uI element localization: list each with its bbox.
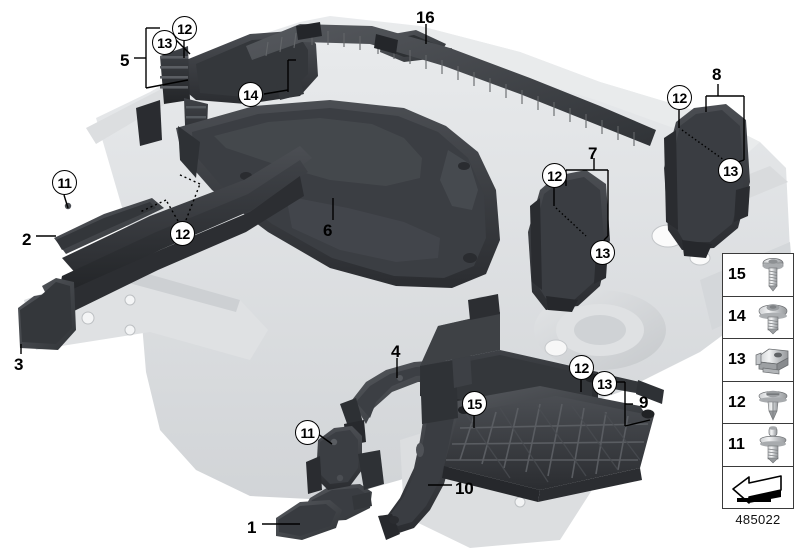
callout-2: 2 bbox=[22, 230, 32, 249]
diagram-id-label: 485022 bbox=[735, 512, 781, 527]
cowl-beam-shape bbox=[246, 22, 656, 146]
legend-row-14: 14 bbox=[723, 297, 793, 340]
forward-arrow-icon bbox=[723, 467, 793, 510]
round-head-screw-icon bbox=[752, 297, 793, 339]
legend-row-11: 11 bbox=[723, 424, 793, 467]
callout-circle-13-part8: 13 bbox=[718, 158, 743, 183]
callout-10: 10 bbox=[455, 479, 474, 498]
hex-head-screw-icon bbox=[752, 254, 793, 296]
callout-circle-11-bottom: 11 bbox=[295, 420, 320, 445]
callout-6: 6 bbox=[323, 221, 333, 240]
part-11-bracket-shape bbox=[306, 426, 384, 510]
callout-1: 1 bbox=[247, 518, 257, 537]
legend-number-15: 15 bbox=[728, 265, 746, 283]
legend-number-12: 12 bbox=[728, 393, 746, 411]
callout-5: 5 bbox=[120, 51, 130, 70]
callout-16: 16 bbox=[416, 8, 435, 27]
part-2-shape bbox=[54, 198, 164, 254]
callout-3: 3 bbox=[14, 355, 24, 374]
hardware-legend: 15 14 bbox=[722, 253, 794, 509]
callout-circle-12-left-mid: 12 bbox=[170, 221, 195, 246]
callout-circle-12-part7: 12 bbox=[542, 163, 567, 188]
part-8-shape bbox=[664, 104, 750, 258]
legend-row-direction bbox=[723, 467, 793, 510]
legend-row-15: 15 bbox=[723, 254, 793, 297]
legend-number-13: 13 bbox=[728, 350, 746, 368]
legend-row-13: 13 bbox=[723, 339, 793, 382]
push-pin-rivet-icon bbox=[752, 424, 793, 466]
part-7-shape bbox=[528, 170, 610, 312]
legend-row-12: 12 bbox=[723, 382, 793, 425]
callout-circle-11-left: 11 bbox=[52, 170, 77, 195]
part-1-shape bbox=[276, 484, 372, 540]
callout-7: 7 bbox=[588, 144, 598, 163]
callout-circle-12-upper-left: 12 bbox=[172, 16, 197, 41]
part-6-shape bbox=[176, 78, 500, 288]
callout-circle-15: 15 bbox=[462, 391, 487, 416]
callout-circle-13-part7: 13 bbox=[590, 240, 615, 265]
spring-nut-clip-icon bbox=[752, 339, 793, 381]
part-9-shape bbox=[420, 294, 664, 502]
callout-circle-13-part9: 13 bbox=[592, 371, 617, 396]
callout-circle-13-upper-left: 13 bbox=[152, 30, 177, 55]
leader-lines bbox=[20, 24, 745, 525]
legend-number-11: 11 bbox=[728, 436, 745, 454]
part-3-shape bbox=[18, 278, 76, 350]
callout-circle-12-part9: 12 bbox=[569, 355, 594, 380]
callout-9: 9 bbox=[639, 393, 649, 412]
callout-circle-12-part8: 12 bbox=[667, 85, 692, 110]
callout-4: 4 bbox=[391, 342, 401, 361]
expanding-rivet-icon bbox=[752, 382, 793, 424]
callout-circle-14: 14 bbox=[238, 82, 263, 107]
legend-number-14: 14 bbox=[728, 308, 746, 326]
callout-8: 8 bbox=[712, 65, 722, 84]
